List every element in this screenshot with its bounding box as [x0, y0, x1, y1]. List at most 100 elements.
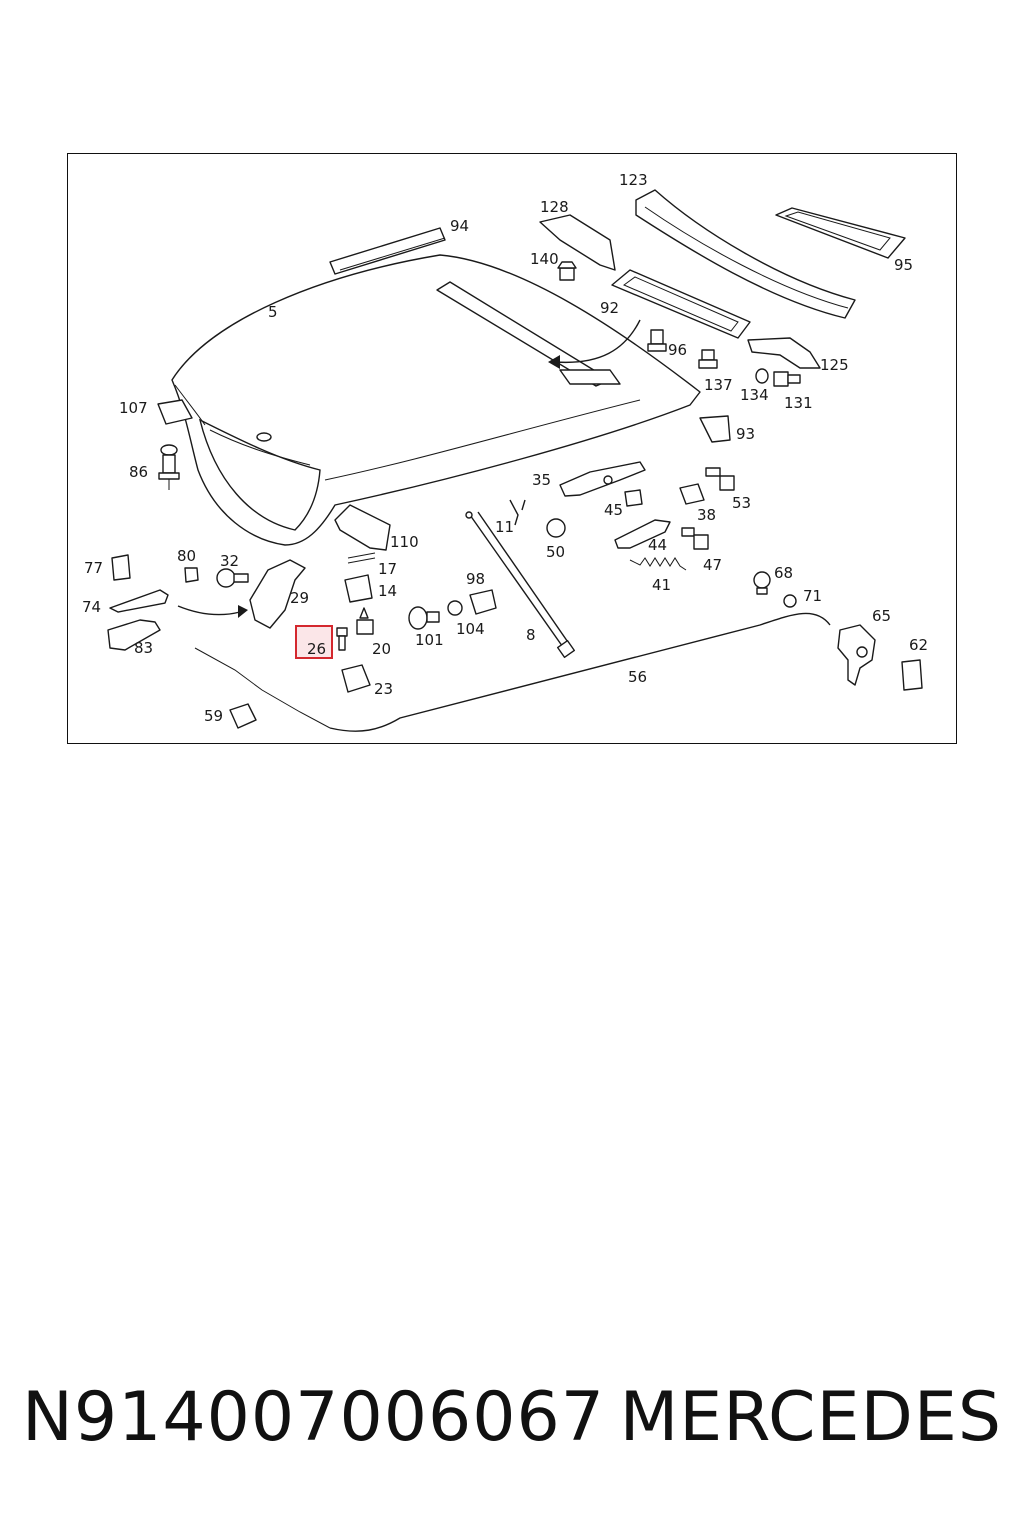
- part-35-shape: [559, 461, 646, 497]
- part-128-shape: [539, 214, 616, 271]
- part-65-shape: [837, 624, 876, 686]
- label-86: 86: [129, 463, 148, 481]
- label-107: 107: [119, 399, 148, 417]
- part-47-shape: [681, 527, 709, 550]
- part-53-shape: [705, 467, 735, 491]
- part-29-shape: [249, 559, 306, 629]
- part-137-shape: [698, 349, 718, 369]
- label-98: 98: [466, 570, 485, 588]
- label-8: 8: [526, 626, 536, 644]
- label-71: 71: [803, 587, 822, 605]
- label-53: 53: [732, 494, 751, 512]
- part-80-shape: [184, 567, 199, 583]
- brand-name: MERCEDES: [619, 1378, 1002, 1457]
- part-26-shape: [336, 627, 348, 651]
- label-38: 38: [697, 506, 716, 524]
- label-56: 56: [628, 668, 647, 686]
- part-77-shape: [111, 554, 131, 581]
- label-50: 50: [546, 543, 565, 561]
- label-26: 26: [307, 640, 326, 658]
- label-101: 101: [415, 631, 444, 649]
- diagram-frame: [67, 153, 957, 744]
- arrow-29: [177, 605, 241, 616]
- part-32-shape: [216, 568, 249, 588]
- label-45: 45: [604, 501, 623, 519]
- label-77: 77: [84, 559, 103, 577]
- part-11-shape: [509, 499, 526, 526]
- label-80: 80: [177, 547, 196, 565]
- label-5: 5: [268, 303, 278, 321]
- label-110: 110: [390, 533, 419, 551]
- part-14-shape: [344, 574, 373, 603]
- part-71-shape: [783, 594, 797, 608]
- label-59: 59: [204, 707, 223, 725]
- part-56-shape: [329, 612, 831, 732]
- part-94-shape: [329, 227, 446, 275]
- part-74-shape: [109, 589, 169, 613]
- part-45-shape: [624, 489, 643, 507]
- label-65: 65: [872, 607, 891, 625]
- label-41: 41: [652, 576, 671, 594]
- part-38-shape: [679, 483, 705, 505]
- label-123: 123: [619, 171, 648, 189]
- label-14: 14: [378, 582, 397, 600]
- part-86-shape: [158, 444, 180, 490]
- label-134: 134: [740, 386, 769, 404]
- hood-panel: [171, 254, 701, 546]
- label-44: 44: [648, 536, 667, 554]
- arrow-92: [554, 319, 641, 364]
- part-101-shape: [408, 606, 440, 630]
- part-110-shape: [334, 504, 391, 551]
- part-131-shape: [773, 371, 801, 387]
- label-29: 29: [290, 589, 309, 607]
- part-125-shape: [747, 337, 821, 369]
- part-8-shape: [465, 511, 576, 659]
- label-92: 92: [600, 299, 619, 317]
- part-134-shape: [755, 368, 769, 384]
- label-74: 74: [82, 598, 101, 616]
- label-23: 23: [374, 680, 393, 698]
- label-83: 83: [134, 639, 153, 657]
- label-95: 95: [894, 256, 913, 274]
- part-41-shape: [629, 557, 687, 571]
- part-50-shape: [546, 518, 566, 538]
- part-62-shape: [901, 659, 923, 691]
- label-140: 140: [530, 250, 559, 268]
- part-104-shape: [447, 600, 463, 616]
- label-62: 62: [909, 636, 928, 654]
- part-95-shape: [775, 207, 906, 259]
- label-128: 128: [540, 198, 569, 216]
- part-96-shape: [647, 329, 667, 352]
- part-123-shape: [635, 189, 856, 319]
- label-32: 32: [220, 552, 239, 570]
- caption-bar: N914007006067 MERCEDES: [0, 1378, 1024, 1468]
- part-83-shape: [107, 619, 161, 651]
- part-140-shape: [557, 261, 577, 281]
- label-131: 131: [784, 394, 813, 412]
- label-68: 68: [774, 564, 793, 582]
- highlight-box-26: [295, 625, 333, 659]
- part-number: N914007006067: [22, 1378, 606, 1457]
- label-47: 47: [703, 556, 722, 574]
- part-17-shape: [347, 552, 376, 564]
- label-93: 93: [736, 425, 755, 443]
- part-20-shape: [356, 607, 374, 635]
- label-104: 104: [456, 620, 485, 638]
- part-93-shape: [699, 415, 731, 443]
- part-23-shape: [341, 664, 371, 693]
- label-94: 94: [450, 217, 469, 235]
- label-20: 20: [372, 640, 391, 658]
- label-11: 11: [495, 518, 514, 536]
- part-68-shape: [753, 571, 771, 595]
- part-107-shape: [157, 399, 193, 425]
- part-59-shape: [229, 703, 257, 729]
- label-96: 96: [668, 341, 687, 359]
- label-35: 35: [532, 471, 551, 489]
- arrow-29-head: [238, 605, 248, 618]
- part-44-shape: [614, 519, 671, 549]
- label-17: 17: [378, 560, 397, 578]
- label-137: 137: [704, 376, 733, 394]
- arrow-92-head: [548, 355, 560, 369]
- part-92-shape: [611, 269, 751, 339]
